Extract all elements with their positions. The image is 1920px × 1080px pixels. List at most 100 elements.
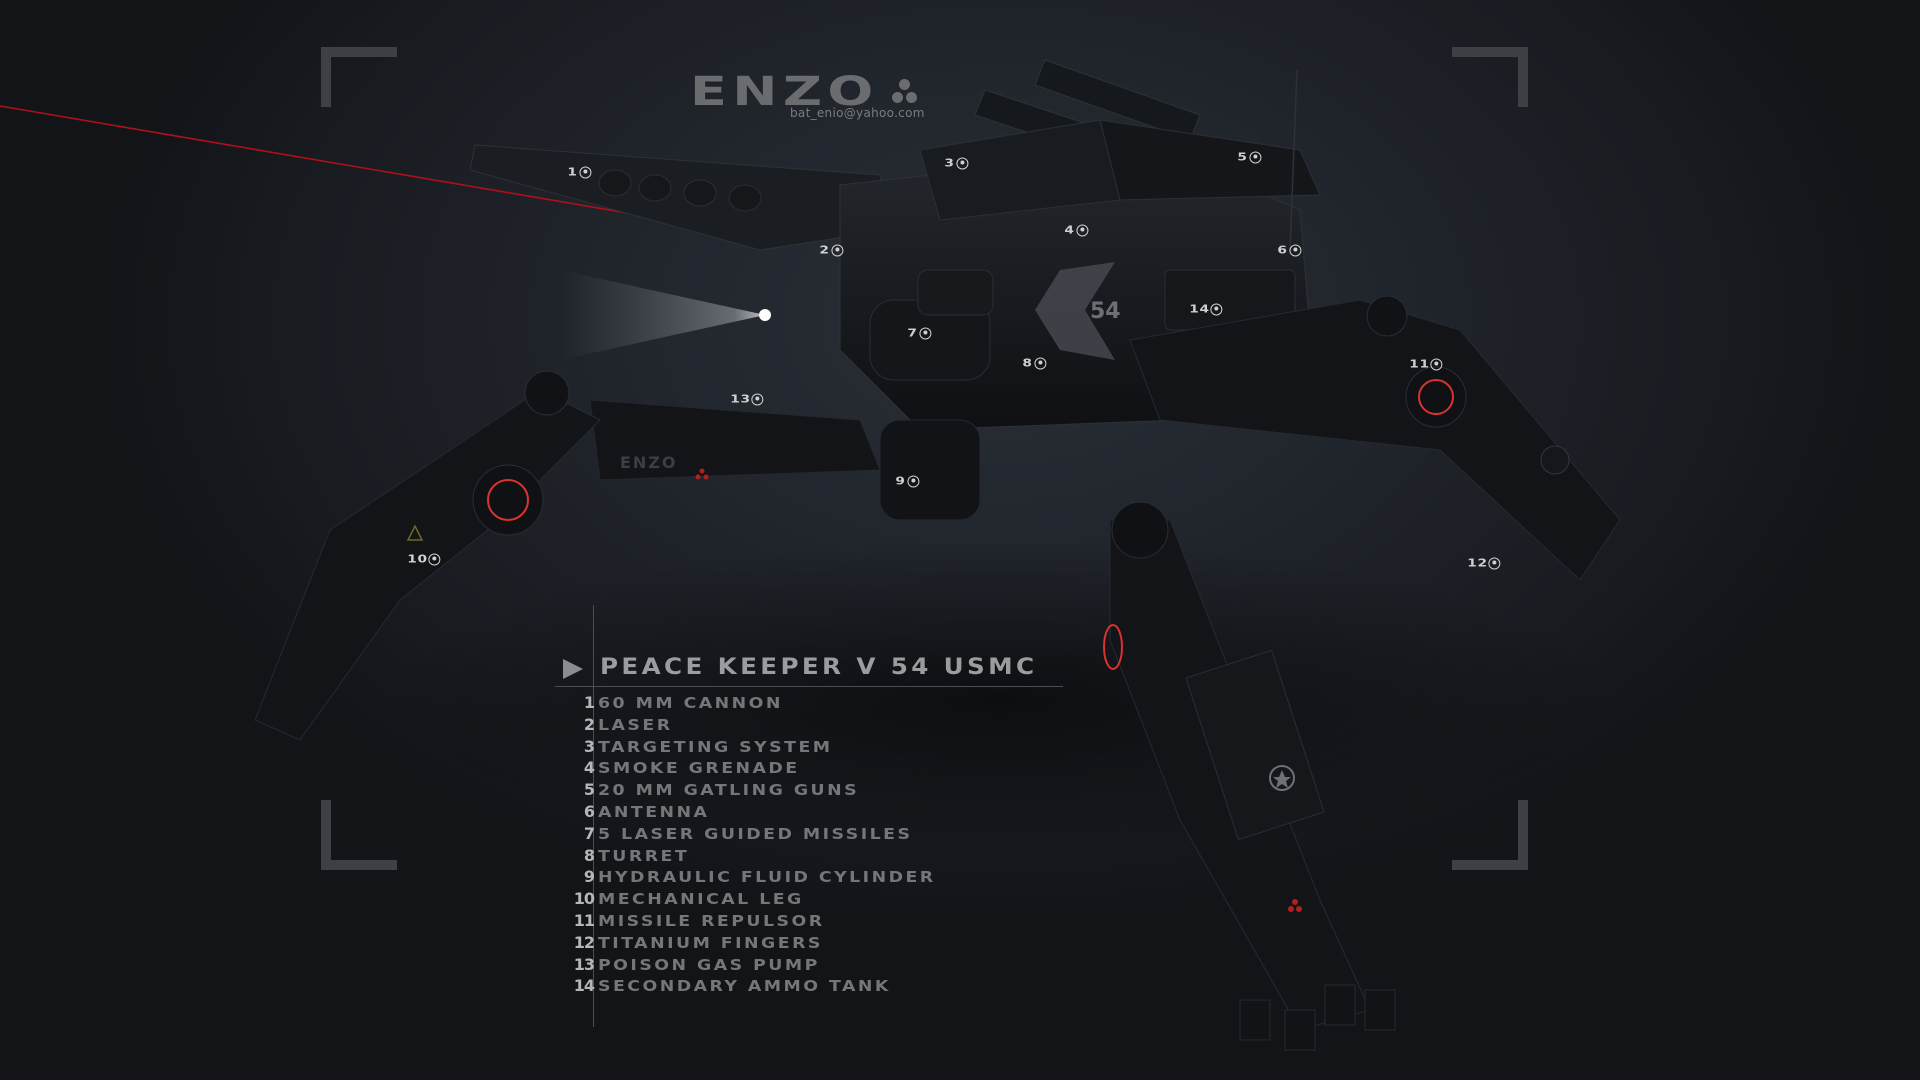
legend-label: 20 MM GATLING GUNS [598, 781, 860, 800]
callout-marker-12: 12 [1467, 556, 1501, 570]
target-circle-icon [1034, 357, 1047, 369]
callout-marker-13: 13 [730, 392, 764, 406]
legend-number: 7 [583, 823, 595, 843]
target-circle-icon [907, 475, 920, 487]
callout-marker-4: 4 [1064, 223, 1089, 237]
legend-title: PEACE KEEPER V 54 USMC [600, 655, 1038, 680]
legend-label: TURRET [598, 846, 690, 865]
legend-number: 6 [583, 801, 595, 821]
callout-number: 6 [1277, 243, 1288, 257]
logo-wordmark: ENZO [690, 69, 879, 115]
callout-number: 11 [1409, 357, 1430, 371]
legend-number: 1 [583, 693, 595, 712]
callout-number: 12 [1467, 556, 1488, 570]
headlight-beam [560, 270, 765, 360]
legend-label: TARGETING SYSTEM [598, 737, 833, 756]
legend-number: 12 [573, 932, 595, 952]
target-circle-icon [1289, 244, 1302, 256]
author-email: bat_enio@yahoo.com [790, 106, 925, 120]
callout-number: 7 [907, 326, 918, 340]
logo-dots-icon [891, 79, 918, 105]
legend-divider [593, 605, 594, 1027]
target-circle-icon [428, 553, 441, 565]
legend-label: MISSILE REPULSOR [598, 911, 825, 930]
target-circle-icon [751, 393, 764, 405]
callout-marker-1: 1 [567, 165, 592, 179]
star-emblem [1269, 765, 1295, 791]
legend-number: 11 [573, 910, 595, 930]
red-ring-front [1103, 624, 1123, 670]
frame-corner-top-right [1452, 47, 1528, 107]
legend-label: POISON GAS PUMP [598, 955, 820, 974]
callout-number: 2 [819, 243, 830, 257]
frame-corner-bottom-left [321, 800, 397, 870]
callout-marker-7: 7 [907, 326, 932, 340]
legend-label: SECONDARY AMMO TANK [598, 977, 891, 996]
target-circle-icon [956, 157, 969, 169]
callout-marker-11: 11 [1409, 357, 1443, 371]
callout-number: 1 [567, 165, 578, 179]
callout-number: 3 [944, 156, 955, 170]
red-ring-left [487, 479, 529, 521]
legend-number: 4 [583, 758, 595, 778]
red-ring-right [1418, 379, 1454, 415]
legend-label: MECHANICAL LEG [598, 890, 804, 909]
legend-label: HYDRAULIC FLUID CYLINDER [598, 868, 936, 887]
play-arrow-icon [563, 659, 583, 679]
legend-label: 5 LASER GUIDED MISSILES [598, 824, 913, 843]
target-circle-icon [1210, 303, 1223, 315]
callout-marker-2: 2 [819, 243, 844, 257]
callout-number: 13 [730, 392, 751, 406]
legend-rule [555, 686, 1063, 687]
callout-marker-6: 6 [1277, 243, 1302, 257]
legend-number: 13 [573, 954, 595, 974]
legend-label: ANTENNA [598, 802, 710, 821]
callout-number: 10 [407, 552, 428, 566]
arm-brand-decal: ENZO [620, 453, 678, 472]
callout-number: 9 [895, 474, 906, 488]
legend-number: 2 [583, 714, 595, 734]
legend-number: 9 [583, 867, 595, 887]
callout-number: 14 [1189, 302, 1210, 316]
legend-number: 5 [583, 780, 595, 800]
target-circle-icon [1488, 557, 1501, 569]
target-circle-icon [1249, 151, 1262, 163]
target-circle-icon [919, 327, 932, 339]
callout-marker-5: 5 [1237, 150, 1262, 164]
enzo-logo: ENZO [690, 72, 918, 112]
legend-number: 8 [583, 845, 595, 865]
target-circle-icon [831, 244, 844, 256]
legend-number: 14 [573, 976, 595, 996]
callout-marker-8: 8 [1022, 356, 1047, 370]
callout-number: 5 [1237, 150, 1248, 164]
legend-number: 10 [573, 889, 595, 909]
callout-marker-14: 14 [1189, 302, 1223, 316]
callout-number: 4 [1064, 223, 1075, 237]
legend-number: 3 [583, 736, 595, 756]
legend-label: SMOKE GRENADE [598, 759, 800, 778]
target-circle-icon [579, 166, 592, 178]
legend-label: LASER [598, 715, 673, 734]
frame-corner-top-left [321, 47, 397, 107]
frame-corner-bottom-right [1452, 800, 1528, 870]
target-circle-icon [1430, 358, 1443, 370]
callout-number: 8 [1022, 356, 1033, 370]
legend-label: 60 MM CANNON [598, 694, 783, 712]
hull-number-decal: 54 [1090, 299, 1121, 324]
